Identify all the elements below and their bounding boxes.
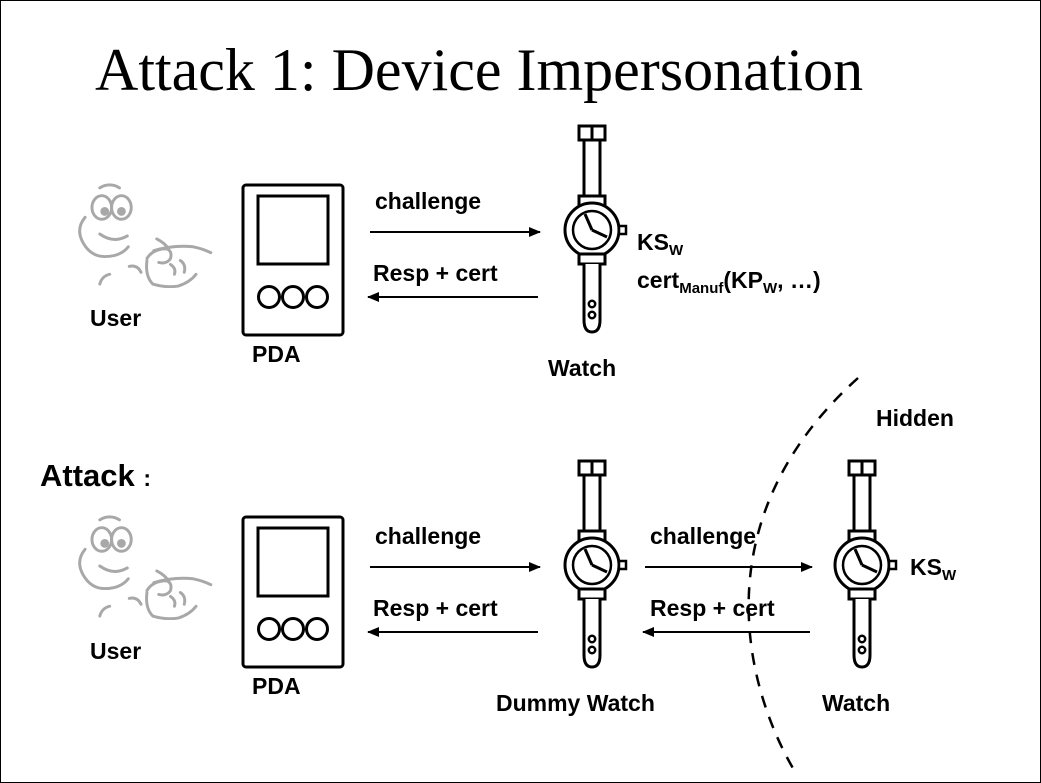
watch-label: Watch [548,355,617,381]
slide-title: Attack 1: Device Impersonation [95,37,864,103]
relay-response-label: Resp + cert [650,595,775,621]
hidden-boundary [747,377,859,776]
attack-user-label: User [90,638,142,664]
dummy-watch-icon [563,459,628,669]
hidden-watch-key-label: KSW [910,554,957,584]
attack-pda-icon [241,515,345,669]
hidden-watch-icon [833,459,898,669]
attack-pda-label: PDA [252,673,301,699]
hidden-watch-label: Watch [822,690,891,716]
user-icon [78,183,213,288]
certificate-label: certManuf(KPW, …) [637,267,821,297]
user-label: User [90,305,142,331]
attack-heading: Attack : [40,458,152,493]
attack-response-label: Resp + cert [373,595,498,621]
response-label: Resp + cert [373,260,498,286]
dummy-watch-label: Dummy Watch [496,690,655,716]
watch-secret-key-label: KSW [637,229,684,259]
pda-label: PDA [252,341,301,367]
pda-icon [241,183,345,337]
watch-icon [563,124,628,334]
hidden-label: Hidden [876,405,954,431]
relay-challenge-label: challenge [650,523,757,549]
attack-challenge-label: challenge [375,523,482,549]
challenge-label: challenge [375,188,482,214]
attack-user-icon [78,515,213,620]
